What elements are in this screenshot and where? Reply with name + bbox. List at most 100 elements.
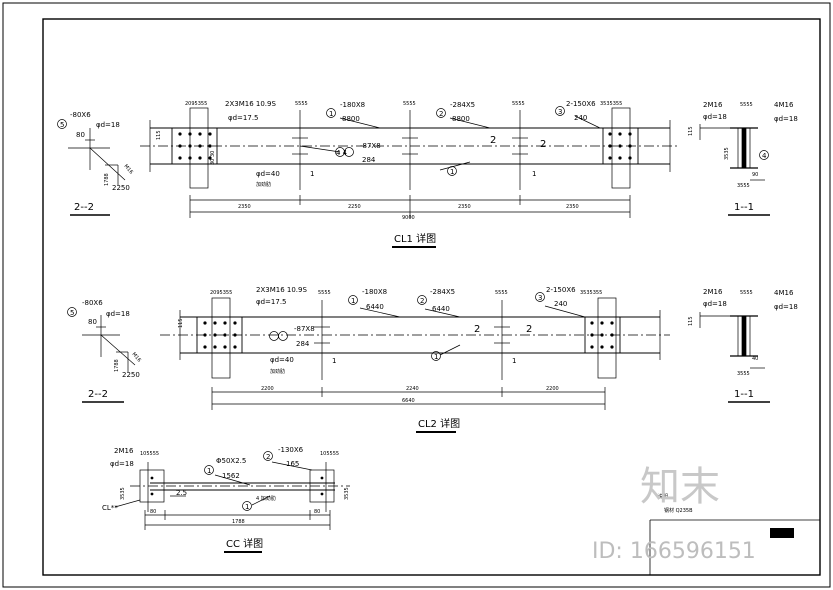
- cc-d: φd=18: [110, 460, 134, 468]
- cl2-elevation: [160, 297, 670, 410]
- cl1-cut-1b: 1: [532, 170, 536, 178]
- cl1-sec-d2: φd=18: [774, 115, 798, 123]
- cl2-dim-seg-0: 2200: [261, 386, 274, 392]
- cl2-cut-1: 1: [332, 357, 336, 365]
- cc-m: 2M16: [114, 447, 134, 455]
- cl1-det-2250: 2250: [112, 184, 130, 192]
- cl1-part3-len: 240: [574, 114, 587, 122]
- cl1-bolt-holes: [178, 132, 632, 160]
- cl2-sp3: 3535355: [580, 290, 602, 296]
- cl1-tag-2: 2: [439, 110, 443, 118]
- title-block-mark: [770, 528, 794, 538]
- cl2-hole-1: φd=17.5: [256, 298, 287, 306]
- cl1-part2-spec: -284X5: [450, 101, 475, 109]
- cl1-part1-len: 8800: [342, 115, 360, 123]
- cl2-glyph-2b: 2: [526, 324, 532, 335]
- cl1-hole-2: φd=40: [256, 170, 280, 178]
- cc-top-dims: 105555: [140, 451, 159, 457]
- cl1-sp3: 5555: [512, 101, 525, 107]
- cc-title: CC 详图: [226, 537, 263, 550]
- cl1-det-tag: 5: [60, 121, 64, 129]
- cl1-glyph-2b: 2: [540, 139, 546, 150]
- cl1-part1-spec: -180X8: [340, 101, 365, 109]
- cc-p3-tag: 1: [245, 503, 249, 511]
- cl2-tag-3: 3: [538, 294, 542, 302]
- cl2-sec-h2: 40: [752, 356, 758, 362]
- cl2-det-2250: 2250: [122, 371, 140, 379]
- cc-p2-tag: 2: [266, 453, 270, 461]
- cl1-det-title: 2--2: [74, 202, 94, 213]
- cl1-title: CL1 详图: [394, 232, 436, 245]
- cl2-bolt-holes: [203, 321, 614, 349]
- cl1-section-11: [699, 124, 769, 181]
- cl1-sp1: 5555: [295, 101, 308, 107]
- cc-top-dims-r: 105555: [320, 451, 339, 457]
- cl2-part2-len: 6440: [432, 305, 450, 313]
- cl2-part1-len: 6440: [366, 303, 384, 311]
- cl2-sp2: 5555: [495, 290, 508, 296]
- cl1-sec-bot: 3555: [737, 183, 750, 189]
- cc-dim-80a: 80: [150, 509, 156, 515]
- cc-p2-len: 165: [286, 460, 299, 468]
- cl2-left-115: 115: [178, 318, 184, 328]
- cl1-sp2: 5555: [403, 101, 416, 107]
- cc-dim-80b: 80: [314, 509, 320, 515]
- cl2-dim-seg-2: 2200: [546, 386, 559, 392]
- cl1-dim-seg-2: 2350: [458, 204, 471, 210]
- cl2-det-spec: -80X6: [82, 299, 103, 307]
- cl1-dim-total: 9000: [402, 215, 415, 221]
- cc-cl-label: CL**: [102, 504, 118, 512]
- cl1-sec-m2: 4M16: [774, 101, 794, 109]
- cl2-side-note: 加劲肋: [270, 368, 285, 375]
- cl1-part4-len: 284: [362, 156, 376, 164]
- watermark-id: ID: 166596151: [592, 539, 756, 564]
- cl2-sp1: 5555: [318, 290, 331, 296]
- cl2-top-left-dims: 2095355: [210, 290, 232, 296]
- cl1-left-115: 115: [156, 130, 162, 140]
- notes-line-2: 钢材 Q235B: [664, 507, 693, 514]
- cc-p1-spec: Φ50X2.5: [216, 457, 246, 465]
- cc-right-vert: 3535: [344, 487, 350, 500]
- cl2-hole-2: φd=40: [270, 356, 294, 364]
- cl1-bolts: 2X3M16 10.9S: [225, 100, 276, 108]
- cl1-part2-len: 8800: [452, 115, 470, 123]
- cl2-det-m16: M16: [130, 351, 141, 363]
- cc-p3-spec: 4 加劲肋: [256, 495, 276, 502]
- cl2-tag-2: 2: [420, 297, 424, 305]
- cl1-tag-1: 1: [329, 110, 333, 118]
- cl1-tag-3: 3: [558, 108, 562, 116]
- cl2-part3-len: 240: [554, 300, 567, 308]
- cl1-sec-sp: 5555: [740, 102, 753, 108]
- cl2-detail-22: [67, 307, 136, 372]
- cl1-dim-seg-0: 2350: [238, 204, 251, 210]
- cl1-cut-1: 1: [310, 170, 314, 178]
- cl2-sec-bot: 3555: [737, 371, 750, 377]
- cl1-tag-1b: 1: [450, 168, 454, 176]
- cl2-det-1788: 1788: [114, 359, 120, 372]
- cl2-part4-len: 284: [296, 340, 310, 348]
- cl1-det-d: φd=18: [96, 121, 120, 129]
- cl1-det-1788: 1788: [104, 173, 110, 186]
- cl2-tag-1: 1: [351, 297, 355, 305]
- cl2-part1-spec: -180X8: [362, 288, 387, 296]
- cl1-det-80: 80: [76, 131, 85, 139]
- cl2-sec-title: 1--1: [734, 389, 754, 400]
- cl1-det-m16: M16: [122, 163, 133, 175]
- cc-elevation: [114, 451, 350, 530]
- cl2-title: CL2 详图: [418, 417, 460, 430]
- cc-left-vert: 3535: [120, 487, 126, 500]
- cl2-det-title: 2--2: [88, 389, 108, 400]
- cl1-sec-h2: 90: [752, 172, 758, 178]
- watermark-brand: 知末: [640, 464, 720, 510]
- cl1-elevation: [140, 107, 680, 218]
- cc-dim-total: 1788: [232, 519, 245, 525]
- cl2-det-80: 80: [88, 318, 97, 326]
- cl1-sp4: 3535355: [600, 101, 622, 107]
- cl1-top-left-dims: 2095355: [185, 101, 207, 107]
- cl2-det-d: φd=18: [106, 310, 130, 318]
- cl2-cut-1b: 1: [512, 357, 516, 365]
- cl2-det-tag: 5: [70, 309, 74, 317]
- cl1-tag-4: 4 4: [336, 149, 348, 157]
